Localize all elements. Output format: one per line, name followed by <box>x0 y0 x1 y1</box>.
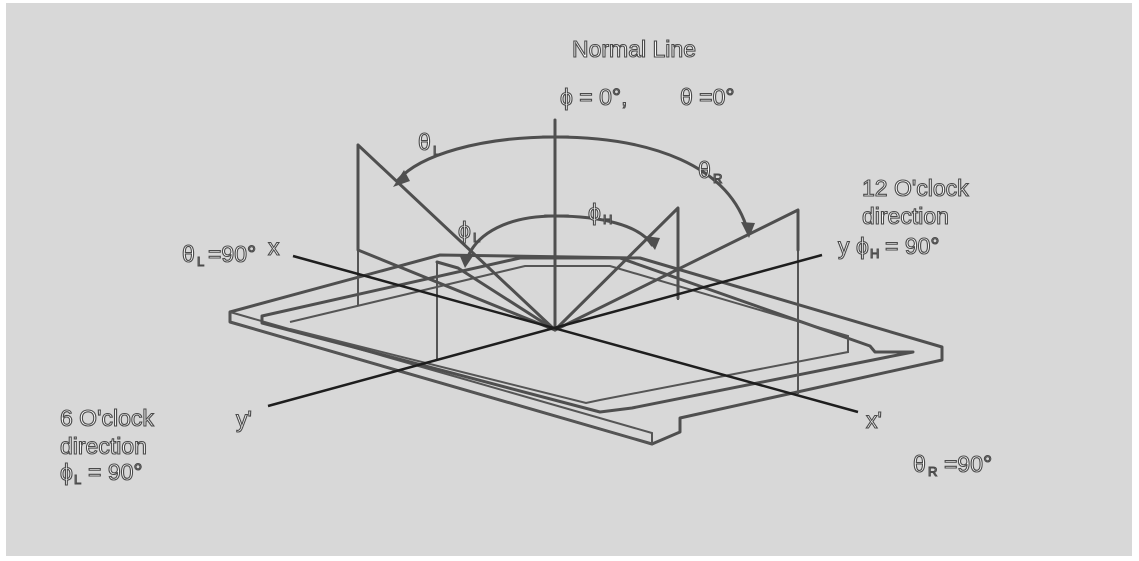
left-angle-plane <box>356 143 557 332</box>
theta-zero-label: θ =0° <box>680 84 735 110</box>
phi-h-arrowhead <box>645 236 660 250</box>
x-axis-line <box>292 254 859 414</box>
theta-l-equation-value: =90° <box>208 241 256 267</box>
x-axis-label: x <box>268 234 280 260</box>
phi-h-equation-symbol: ϕ <box>856 233 869 259</box>
six-oclock-line2: direction <box>60 433 147 459</box>
right-angle-plane <box>553 208 800 332</box>
y-prime-label: y' <box>236 406 252 432</box>
phi-l-subscript: L <box>473 230 480 245</box>
normal-line-label: Normal Line <box>572 36 696 62</box>
right-inner-plane <box>553 206 680 332</box>
diagram-background <box>6 3 1132 556</box>
theta-r-symbol: θ <box>698 157 711 183</box>
phi-l-equation-subscript: L <box>74 472 81 487</box>
phi-h-equation-subscript: H <box>870 246 879 261</box>
twelve-oclock-line2: direction <box>862 203 949 229</box>
theta-l-equation-symbol: θ <box>182 241 195 267</box>
six-oclock-line1: 6 O'clock <box>60 405 154 431</box>
phi-h-equation-value: = 90° <box>885 233 940 259</box>
theta-r-subscript: R <box>713 171 722 186</box>
theta-r-equation-subscript: R <box>928 464 937 479</box>
y-axis-line <box>267 253 823 408</box>
theta-l-equation-subscript: L <box>197 254 204 269</box>
phi-l-equation-value: = 90° <box>88 459 143 485</box>
phi-l-arrowhead <box>459 254 473 268</box>
theta-r-arrowhead <box>741 222 755 238</box>
theta-l-arc <box>396 135 557 182</box>
phi-h-symbol: ϕ <box>588 199 601 225</box>
theta-r-equation-value: =90° <box>944 451 992 477</box>
panel-front-edge <box>229 310 653 446</box>
theta-l-symbol: θ <box>418 129 431 155</box>
panel-outer-outline <box>228 253 944 446</box>
phi-h-subscript: H <box>603 212 612 227</box>
phi-l-symbol: ϕ <box>458 217 471 243</box>
theta-r-arc <box>553 135 750 234</box>
panel-inner-outline <box>260 256 915 414</box>
theta-l-arrowhead <box>393 170 410 187</box>
left-inner-plane <box>435 260 557 332</box>
x-prime-label: x' <box>866 407 882 433</box>
panel-inner-frame <box>289 265 849 405</box>
phi-l-arc <box>464 214 557 264</box>
phi-l-equation-symbol: ϕ <box>60 459 73 485</box>
y-axis-label: y <box>838 233 850 259</box>
theta-r-equation-symbol: θ <box>913 451 926 477</box>
twelve-oclock-line1: 12 O'clock <box>862 175 969 201</box>
theta-l-subscript: L <box>433 143 440 158</box>
phi-zero-label: ϕ = 0°, <box>560 84 627 110</box>
